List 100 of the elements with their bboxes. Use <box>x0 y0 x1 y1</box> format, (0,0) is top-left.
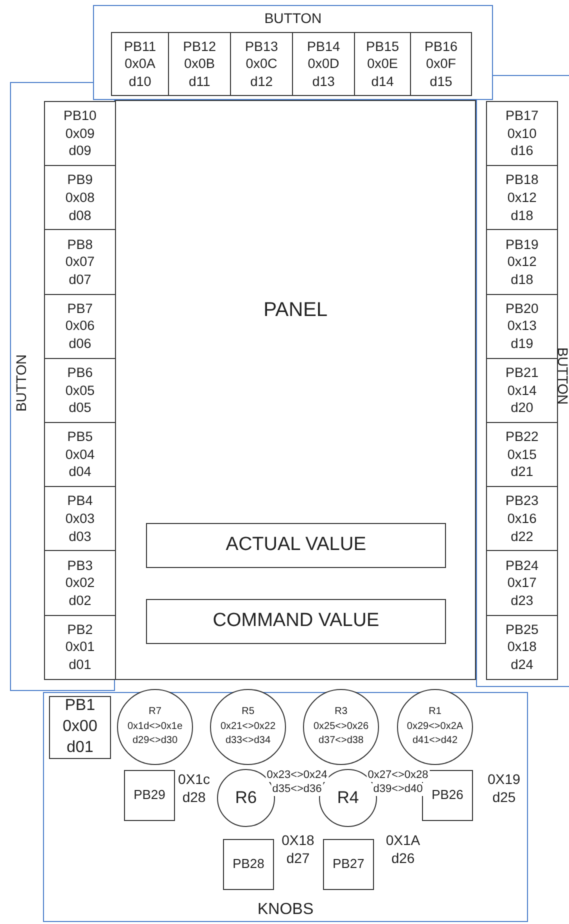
address-label: d35<>d36 <box>271 782 323 796</box>
push-button-box <box>44 550 116 616</box>
address-text: 0x15 <box>507 446 537 464</box>
device-name: R4 <box>337 786 359 809</box>
device-name: PB5 <box>67 428 93 446</box>
push-button-box <box>486 294 558 359</box>
device-name: PB14 <box>306 38 340 56</box>
box-title: COMMAND VALUE <box>212 609 380 634</box>
address-text: d18 <box>510 270 534 288</box>
group-title: BUTTON <box>263 10 323 26</box>
push-button-box <box>44 229 116 295</box>
address-text: d06 <box>68 334 92 352</box>
device-name: PB13 <box>244 38 278 56</box>
box-title: ACTUAL VALUE <box>226 533 366 558</box>
address-text: 0x18 <box>507 638 537 656</box>
address-text: d02 <box>68 592 92 610</box>
push-button-box <box>44 486 116 552</box>
address-text: 0x07 <box>65 253 95 271</box>
address-text: d05 <box>68 399 92 417</box>
device-name: PB25 <box>505 620 539 638</box>
device-name: PB24 <box>505 556 539 574</box>
push-button-box <box>486 550 558 616</box>
device-name: PB15 <box>366 38 400 56</box>
address-text: 0x0D <box>308 55 340 73</box>
device-name: PB1 <box>64 696 96 716</box>
device-name: PB22 <box>505 428 539 446</box>
push-button-box <box>44 422 116 488</box>
address-text: 0x13 <box>507 317 537 335</box>
push-button-box <box>44 101 116 166</box>
button-group-frame <box>476 75 569 687</box>
device-name: PB17 <box>505 107 539 125</box>
device-name: PB19 <box>505 236 539 254</box>
device-name: PB7 <box>67 300 93 318</box>
group-title: KNOBS <box>256 901 314 919</box>
address-text: d23 <box>510 592 534 610</box>
address-text: d24 <box>510 656 534 674</box>
address-text: 0x01 <box>65 638 95 656</box>
push-button-box <box>168 32 231 96</box>
push-button-box <box>486 229 558 295</box>
device-name: PB21 <box>505 364 539 382</box>
device-name: PB20 <box>505 300 539 318</box>
push-button-box <box>486 101 558 166</box>
address-text: 0x0E <box>367 55 398 73</box>
push-button-box <box>486 614 558 680</box>
group-title: BUTTON <box>13 354 29 412</box>
push-button-box <box>410 32 472 96</box>
device-name: PB28 <box>232 856 264 873</box>
address-text: d33<>d34 <box>225 734 271 748</box>
push-button-box <box>44 358 116 423</box>
address-label: 0x23<>0x24 <box>266 769 328 782</box>
device-name: PB12 <box>182 38 216 56</box>
push-button-box <box>111 32 169 96</box>
device-name: R7 <box>148 705 162 720</box>
address-text: 0x12 <box>507 189 537 207</box>
address-text: 0x09 <box>65 124 95 142</box>
address-text: 0x00 <box>62 717 98 738</box>
address-text: 0x0C <box>246 55 278 73</box>
push-button-box <box>486 358 558 423</box>
push-button-box <box>486 422 558 488</box>
address-text: d08 <box>68 206 92 224</box>
address-text: d04 <box>68 463 92 481</box>
device-name: PB16 <box>424 38 458 56</box>
address-text: 0x1d<>0x1e <box>127 720 183 734</box>
panel-box <box>115 100 476 680</box>
push-button-box <box>49 696 111 759</box>
address-label: d28 <box>181 788 207 806</box>
device-name: PB23 <box>505 492 539 510</box>
address-text: 0x05 <box>65 382 95 400</box>
address-text: 0x0A <box>124 55 156 73</box>
address-text: 0x0B <box>184 55 215 73</box>
device-name: PB2 <box>67 620 93 638</box>
address-text: d21 <box>510 463 534 481</box>
device-name: PB3 <box>67 556 93 574</box>
push-button-box <box>292 32 355 96</box>
device-name: PB18 <box>505 171 539 189</box>
address-text: 0x10 <box>507 124 537 142</box>
address-text: 0x25<>0x26 <box>313 720 369 734</box>
address-label: d39<>d40 <box>372 782 424 796</box>
address-text: d22 <box>510 528 534 546</box>
device-name: PB4 <box>67 492 93 510</box>
address-label: d26 <box>390 850 416 866</box>
button-group-frame <box>93 5 493 100</box>
address-text: 0x08 <box>65 189 95 207</box>
knobs-group-frame <box>43 692 528 922</box>
address-text: d16 <box>510 142 534 160</box>
address-text: 0x12 <box>507 253 537 271</box>
address-text: 0x04 <box>65 446 95 464</box>
device-name: PB29 <box>134 787 166 804</box>
device-name: PB27 <box>332 856 364 873</box>
device-name: PB6 <box>67 364 93 382</box>
address-text: 0x06 <box>65 317 95 335</box>
address-text: d11 <box>188 72 210 90</box>
address-text: d09 <box>68 142 92 160</box>
address-text: 0x21<>0x22 <box>220 720 276 734</box>
device-name: PB10 <box>63 107 97 125</box>
push-button-box <box>486 165 558 230</box>
device-name: PB8 <box>67 236 93 254</box>
address-text: 0x29<>0x2A <box>406 720 464 734</box>
value-box <box>146 523 446 568</box>
address-text: 0x02 <box>65 574 95 592</box>
